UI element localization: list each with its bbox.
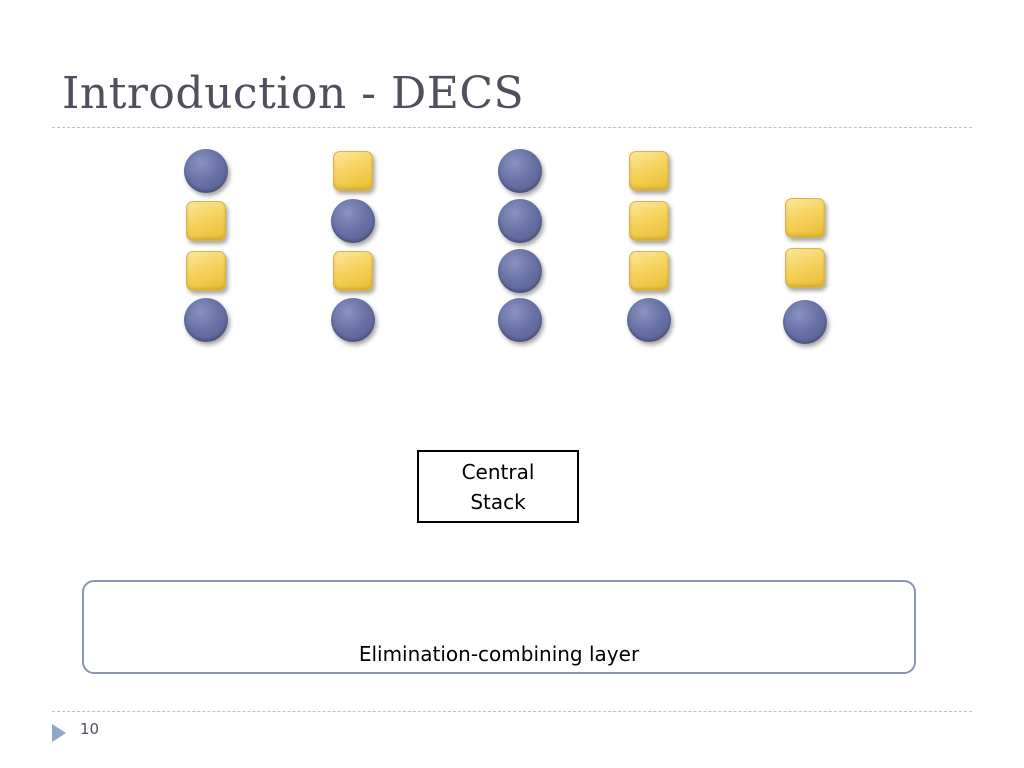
page-number: 10 [80, 720, 100, 738]
square-token [785, 248, 825, 288]
square-token [333, 151, 373, 191]
square-token [333, 251, 373, 291]
elimination-layer-label: Elimination-combining layer [358, 642, 640, 666]
slide-title: Introduction - DECS [62, 68, 525, 119]
circle-token [627, 298, 671, 342]
circle-token [498, 298, 542, 342]
square-token [186, 251, 226, 291]
central-stack-label-line1: Central [461, 459, 535, 484]
square-token [186, 201, 226, 241]
elimination-combining-layer: Elimination-combining layer [82, 580, 916, 674]
central-stack-label-line2: Stack [470, 489, 526, 514]
circle-token [331, 199, 375, 243]
circle-token [331, 298, 375, 342]
bullet-arrow-icon [52, 724, 66, 742]
square-token [629, 251, 669, 291]
square-token [629, 201, 669, 241]
central-stack-box: Central Stack [417, 450, 579, 523]
footer-divider [52, 711, 972, 712]
circle-token [498, 249, 542, 293]
circle-token [184, 298, 228, 342]
circle-token [184, 149, 228, 193]
square-token [629, 151, 669, 191]
square-token [785, 198, 825, 238]
title-divider [52, 127, 972, 128]
circle-token [498, 199, 542, 243]
circle-token [498, 149, 542, 193]
circle-token [783, 300, 827, 344]
